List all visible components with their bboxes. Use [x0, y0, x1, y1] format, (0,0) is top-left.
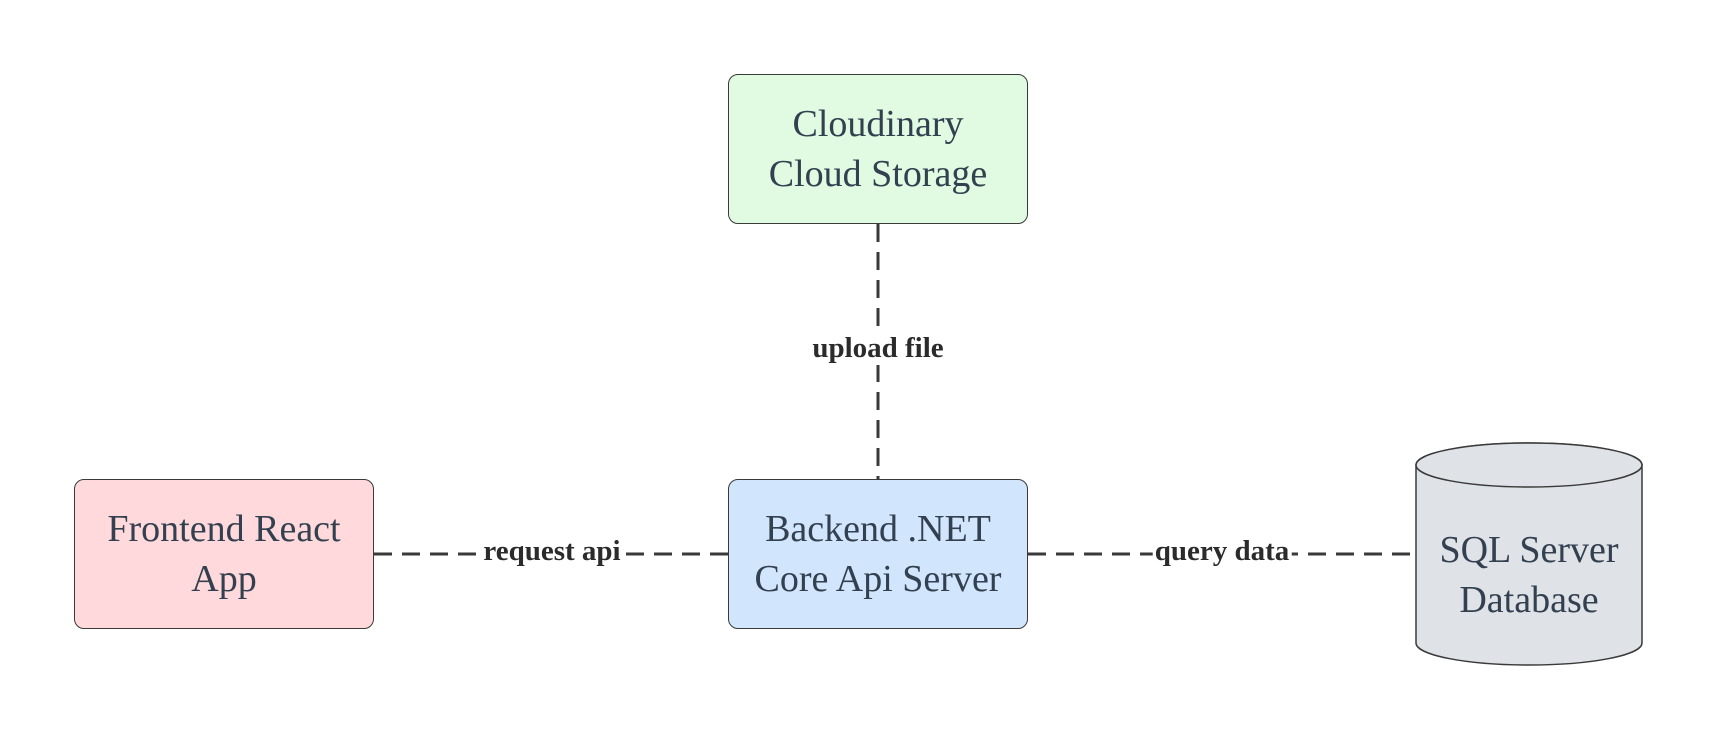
backend-server-node: Backend .NET Core Api Server	[728, 479, 1028, 629]
cloud-storage-label: Cloudinary Cloud Storage	[768, 103, 988, 195]
database-top	[1415, 442, 1643, 488]
edge-label-upload: upload file	[810, 331, 946, 365]
edge-label-request: request api	[481, 534, 623, 568]
frontend-app-node: Frontend React App	[74, 479, 374, 629]
backend-server-label: Backend .NET Core Api Server	[754, 508, 1002, 600]
cloud-storage-node: Cloudinary Cloud Storage	[728, 74, 1028, 224]
edge-label-query: query data	[1152, 534, 1292, 568]
frontend-app-label: Frontend React App	[107, 508, 341, 600]
database-cylinder-icon	[1415, 442, 1643, 666]
database-label: SQL Server Database	[1439, 529, 1619, 621]
